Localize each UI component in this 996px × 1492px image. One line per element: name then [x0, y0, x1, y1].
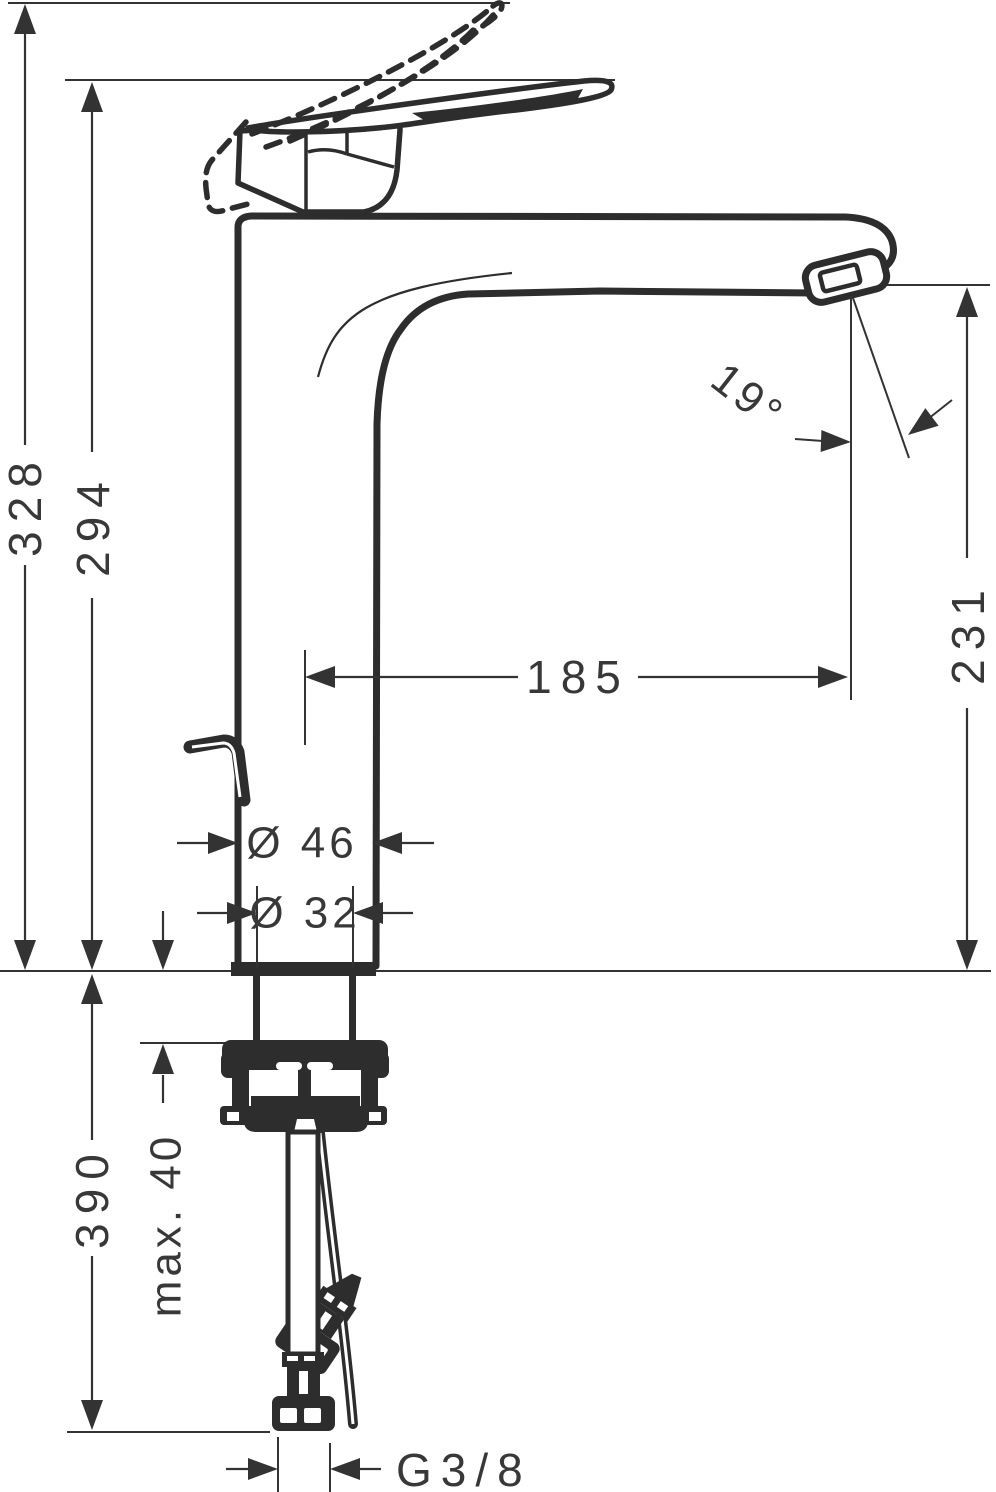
dim-32-ext: [256, 886, 354, 969]
dimension-labels: 328 294 231 185 19° Ø 46 Ø 32 max. 40 39…: [0, 354, 994, 1492]
aerator: [801, 248, 891, 306]
dim-g38-ext: [277, 1437, 331, 1492]
stream-angle-construction: [794, 296, 953, 700]
label-overall-height: 328: [0, 453, 51, 557]
label-body-diameter: Ø 46: [246, 819, 357, 868]
handle-head: [235, 119, 403, 215]
label-connection-thread: G3/8: [396, 1444, 532, 1492]
mounting-stud-right: [349, 974, 356, 1042]
label-height-to-spout-top: 294: [67, 473, 119, 577]
label-hose-length: 390: [66, 1145, 118, 1249]
mounting-hardware: [220, 974, 389, 1132]
supply-hoses: [272, 1128, 362, 1431]
stream-angled-line: [852, 297, 910, 459]
spout-accent-arc: [316, 271, 513, 378]
mounting-stud-left: [253, 974, 260, 1042]
reference-lines: [0, 2, 991, 1433]
label-stream-angle: 19°: [702, 354, 794, 441]
hose-connector-straight: [272, 1352, 335, 1431]
label-max-mounting-thickness: max. 40: [142, 1133, 191, 1318]
angle-arrow-right: [908, 408, 939, 435]
label-spout-reach: 185: [526, 651, 630, 703]
clamp-body: [244, 1106, 368, 1132]
label-mounting-hole-diameter: Ø 32: [249, 889, 360, 938]
lever-shading: [412, 89, 583, 120]
angle-arrow-left: [820, 429, 851, 452]
dimension-lines: [14, 4, 978, 1492]
handle-head-details: [304, 127, 395, 210]
handle-raised-dashed: [202, 0, 505, 215]
label-spout-outlet-height: 231: [942, 581, 994, 685]
hose-straight-tube: [285, 1129, 321, 1357]
base-plinth: [231, 962, 376, 976]
popup-rod: [183, 734, 251, 807]
faucet: [183, 0, 897, 976]
handle-lever: [245, 77, 615, 135]
washer-top-bar: [222, 1040, 388, 1070]
